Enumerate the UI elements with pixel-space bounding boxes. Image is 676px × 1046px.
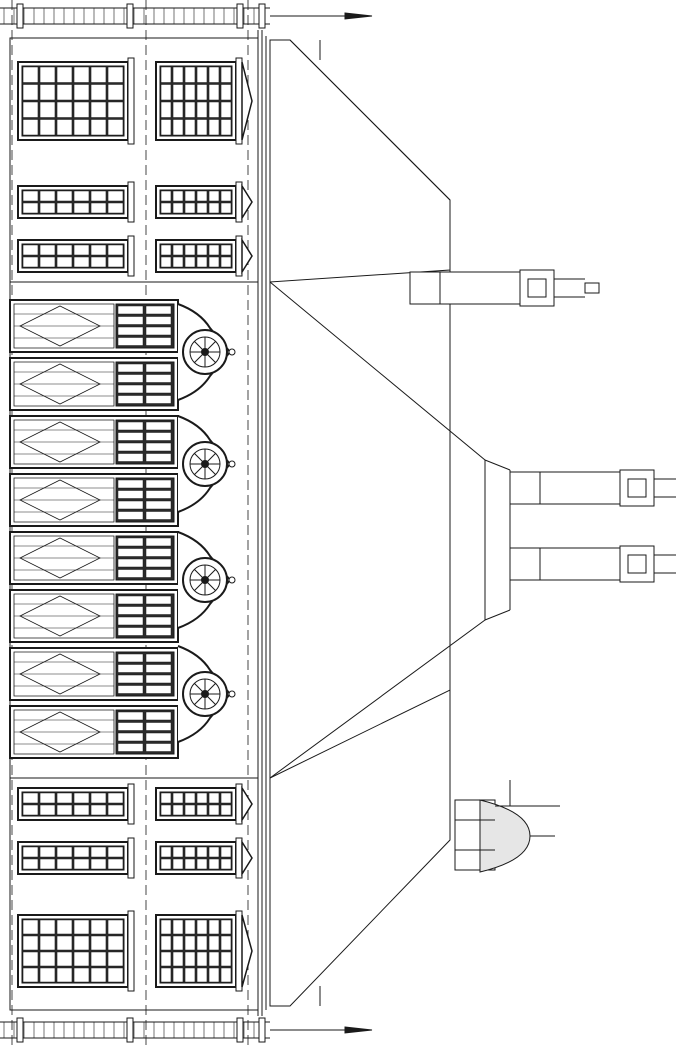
gable-windows <box>10 300 178 758</box>
wing-window <box>156 58 252 144</box>
rose-window <box>178 532 235 628</box>
cupola <box>455 780 560 872</box>
wing-window <box>18 182 134 222</box>
wing-window <box>156 236 252 276</box>
gable-window <box>10 474 178 526</box>
wing-window <box>156 911 252 991</box>
wing-window <box>18 58 134 144</box>
wing-window <box>156 784 252 824</box>
gable-window <box>10 300 178 352</box>
rose-window <box>178 304 235 400</box>
finial-icon <box>345 1027 372 1033</box>
wing-window <box>18 236 134 276</box>
railings <box>0 4 372 1042</box>
gable-window <box>10 358 178 410</box>
roof <box>270 40 510 1006</box>
gable-window <box>10 706 178 758</box>
top-railing <box>0 4 372 28</box>
wing-window <box>18 838 134 878</box>
dashed-guide-lines <box>12 0 248 1046</box>
chimney <box>410 270 599 306</box>
rose-windows <box>178 304 235 742</box>
finial-icon <box>345 13 372 19</box>
wing-window <box>156 838 252 878</box>
rose-window <box>178 416 235 512</box>
gable-window <box>10 648 178 700</box>
wing-window <box>156 182 252 222</box>
bottom-railing <box>0 1018 372 1042</box>
chimneys <box>410 270 676 582</box>
wing-windows <box>18 58 252 991</box>
wing-window <box>18 784 134 824</box>
gable-window <box>10 532 178 584</box>
chimney <box>510 470 676 506</box>
gable-window <box>10 590 178 642</box>
chimney <box>510 546 676 582</box>
rose-window <box>178 646 235 742</box>
gable-window <box>10 416 178 468</box>
wing-window <box>18 911 134 991</box>
